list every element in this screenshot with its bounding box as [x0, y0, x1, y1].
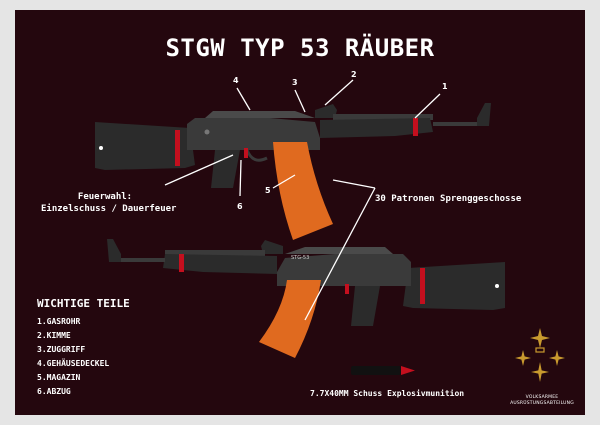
dust-cover-bottom	[285, 247, 393, 254]
handguard-red-band-top	[413, 118, 418, 136]
magazine-bottom	[259, 280, 321, 358]
parts-list-item: 2.KIMME	[37, 331, 71, 340]
barrel-top	[433, 122, 488, 126]
receiver-marking: STG-53	[291, 255, 310, 261]
callout-number-5: 5	[265, 186, 271, 195]
trigger-bottom	[345, 284, 349, 294]
parts-list-item: 3.ZUGGRIFF	[37, 345, 86, 354]
rear-sight-bottom	[261, 240, 283, 254]
cartridge	[351, 366, 415, 375]
poster-artwork	[95, 79, 565, 382]
magazine-top	[273, 142, 333, 240]
gas-tube-bottom	[165, 250, 265, 256]
callout-number-4: 4	[233, 76, 239, 85]
poster: STGW TYP 53 RÄUBER 1 2 3 4 5 6 Feuerwahl…	[15, 10, 585, 415]
parts-list-item: 4.GEHÄUSEDECKEL	[37, 359, 110, 368]
pistol-grip-top	[211, 150, 240, 188]
trigger-guard-top	[245, 149, 268, 162]
ammunition-label: 7.7X40MM Schuss Explosivmunition	[310, 389, 465, 398]
gas-tube-top	[333, 114, 433, 120]
volksarmee-emblem	[515, 328, 565, 382]
handguard-top	[320, 118, 433, 138]
poster-title: STGW TYP 53 RÄUBER	[165, 34, 435, 62]
stock-red-band-top	[175, 130, 180, 166]
parts-list-heading: WICHTIGE TEILE	[37, 297, 130, 310]
parts-list-item: 1.GASROHR	[37, 317, 81, 326]
barrel-bottom	[110, 258, 165, 262]
pistol-grip-bottom	[351, 286, 380, 326]
parts-list: 1.GASROHR 2.KIMME 3.ZUGGRIFF 4.GEHÄUSEDE…	[37, 315, 109, 399]
dust-cover-top	[205, 111, 315, 118]
stock-red-band-bottom	[420, 268, 425, 304]
stock-marking-top	[99, 146, 103, 150]
callout-lines	[164, 79, 441, 321]
receiver-emblem-top	[204, 129, 210, 135]
handguard-bottom	[163, 254, 277, 274]
stock-marking-bottom	[495, 284, 499, 288]
stock-top	[95, 122, 195, 170]
callout-number-2: 2	[351, 70, 357, 79]
callout-number-3: 3	[292, 78, 298, 87]
parts-list-item: 5.MAGAZIN	[37, 373, 81, 382]
callout-number-6: 6	[237, 202, 243, 211]
rifle-side-view-top	[95, 103, 491, 240]
receiver-bottom	[277, 254, 411, 286]
front-sight-bottom	[107, 239, 121, 262]
front-sight-top	[477, 103, 491, 126]
fire-mode-label-text: Feuerwahl:Einzelschuss / Dauerfeuer	[41, 192, 177, 214]
rear-sight-top	[315, 104, 337, 118]
callout-number-1: 1	[442, 82, 448, 91]
stock-bottom	[403, 262, 505, 310]
fire-mode-label: Feuerwahl:Einzelschuss / Dauerfeuer	[41, 191, 176, 215]
handguard-red-band-bottom	[179, 254, 184, 272]
magazine-capacity-label: 30 Patronen Sprenggeschosse	[375, 194, 522, 204]
trigger-top	[244, 148, 248, 158]
parts-list-item: 6.ABZUG	[37, 387, 71, 396]
rifle-side-view-bottom	[107, 239, 505, 358]
